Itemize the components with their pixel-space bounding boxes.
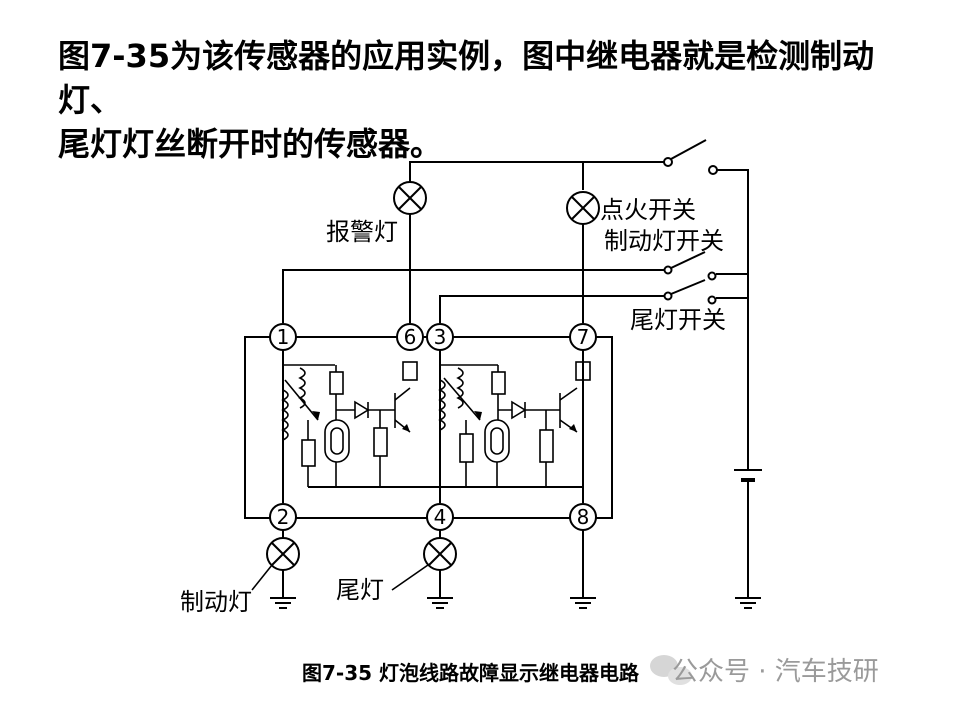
tail-lamp-label: 尾灯 (336, 576, 384, 604)
tail-lamp-icon (423, 537, 457, 571)
supply-wiring (409, 139, 749, 470)
svg-text:7: 7 (577, 325, 590, 349)
indicator-lamp-icon (566, 191, 600, 225)
terminal-8: 8 (569, 503, 597, 531)
heading-line-1: 图7-35为该传感器的应用实例，图中继电器就是检测制动灯、 (58, 37, 875, 119)
wechat-icon (650, 655, 692, 685)
brake-switch (282, 251, 748, 323)
brake-lamp-label: 制动灯 (180, 588, 252, 616)
terminal-1: 1 (269, 323, 297, 351)
svg-text:4: 4 (434, 505, 447, 529)
brake-switch-label: 制动灯开关 (604, 227, 724, 255)
svg-text:2: 2 (277, 505, 290, 529)
terminal-2: 2 (269, 503, 297, 531)
svg-text:8: 8 (577, 505, 590, 529)
watermark-text: 公众号 · 汽车技研 (672, 657, 879, 687)
svg-text:3: 3 (434, 325, 447, 349)
ignition-switch-label: 点火开关 (600, 196, 696, 224)
svg-text:6: 6 (404, 325, 417, 349)
ground-icon (270, 597, 296, 609)
ground-icon (427, 597, 453, 609)
figure-caption: 图7-35 灯泡线路故障显示继电器电路 (302, 661, 640, 685)
heading-text: 图7-35为该传感器的应用实例，图中继电器就是检测制动灯、 尾灯灯丝断开时的传感… (58, 34, 938, 166)
heading-line-2: 尾灯灯丝断开时的传感器。 (58, 125, 443, 163)
alarm-lamp-label: 报警灯 (326, 218, 398, 246)
relay-module-left (281, 361, 418, 487)
svg-text:1: 1 (277, 325, 290, 349)
terminal-6: 6 (396, 323, 424, 351)
relay-module-right (438, 361, 591, 487)
battery-icon (734, 469, 762, 609)
terminal-7: 7 (569, 323, 597, 351)
alarm-lamp-icon (393, 181, 427, 215)
tail-switch (439, 279, 748, 323)
ground-icon (570, 597, 596, 609)
tail-switch-label: 尾灯开关 (630, 306, 726, 334)
terminal-4: 4 (426, 503, 454, 531)
relay-box (244, 336, 613, 519)
terminal-3: 3 (426, 323, 454, 351)
